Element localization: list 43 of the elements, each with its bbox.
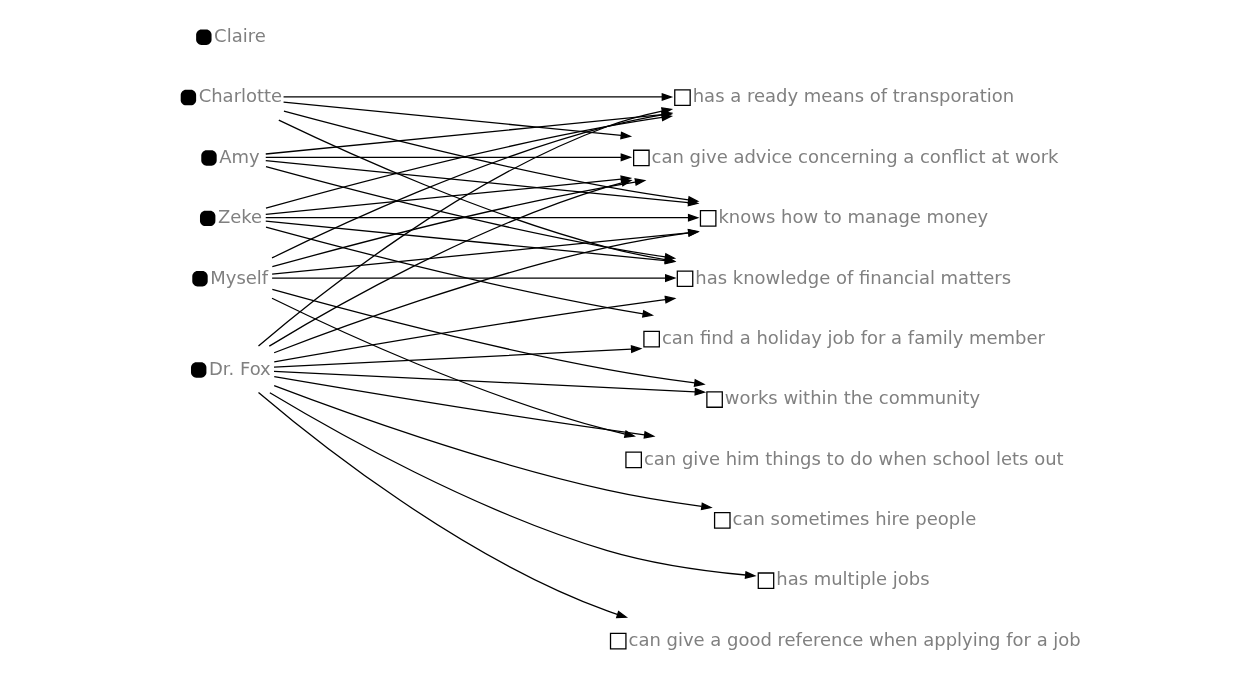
- arrow: [273, 370, 707, 396]
- arrow: [273, 375, 656, 439]
- arrow: [273, 345, 643, 368]
- node-label: Dr. Fox: [208, 357, 271, 379]
- node-label: knows how to manage money: [718, 206, 989, 228]
- node-label: can find a holiday job for a family member: [661, 326, 1045, 348]
- node-box: [706, 391, 723, 408]
- arrow: [271, 297, 636, 438]
- arrow: [257, 391, 629, 619]
- node-label: Amy: [219, 145, 260, 167]
- node-label: can give a good reference when applying for a job: [628, 628, 1081, 650]
- node-label: works within the community: [724, 387, 981, 409]
- node-box: [713, 511, 731, 529]
- arrow: [269, 392, 757, 579]
- arrow: [271, 274, 677, 283]
- arrow: [265, 226, 655, 318]
- node-box: [633, 149, 650, 167]
- arrow: [273, 385, 713, 511]
- arrow: [282, 101, 633, 140]
- node-label: Charlotte: [198, 85, 283, 107]
- node-box: [643, 330, 660, 348]
- node-label: can sometimes hire people: [732, 508, 977, 530]
- arrow: [271, 228, 700, 275]
- node-box: [674, 89, 691, 106]
- node-label: Zeke: [217, 206, 263, 228]
- node-label: Claire: [214, 24, 266, 46]
- node-label: has multiple jobs: [776, 568, 930, 590]
- arrow: [271, 288, 706, 387]
- arrow: [265, 213, 700, 222]
- arrow: [273, 295, 677, 363]
- node-box: [609, 632, 627, 650]
- node-label: has a ready means of transporation: [692, 85, 1015, 107]
- node-label: has knowledge of financial matters: [695, 266, 1012, 288]
- node-box: [676, 270, 694, 288]
- node-box: [757, 572, 775, 590]
- node-label: can give him things to do when school lets out: [643, 447, 1064, 469]
- arrow: [265, 153, 633, 162]
- node-label: can give advice concerning a conflict at work: [651, 145, 1059, 167]
- arrow: [273, 228, 700, 354]
- node-box: [625, 451, 642, 469]
- arrow: [282, 92, 674, 101]
- node-box: [699, 210, 717, 227]
- node-label: Myself: [210, 266, 269, 288]
